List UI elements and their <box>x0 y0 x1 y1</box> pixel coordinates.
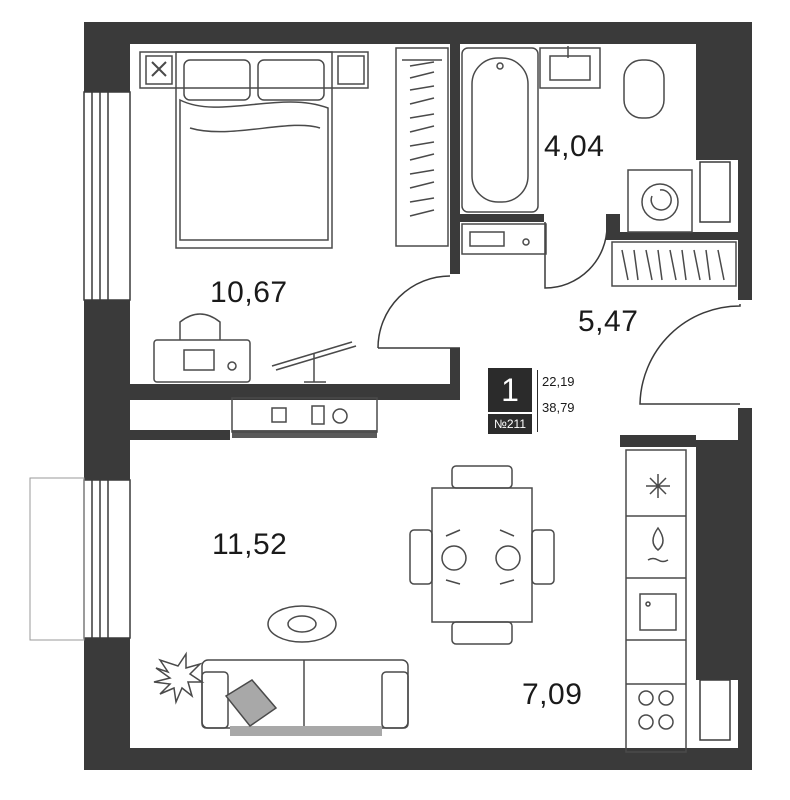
bathroom-area-label: 4,04 <box>544 130 605 163</box>
badge-divider <box>537 370 538 432</box>
bathroom-fixtures <box>461 46 693 255</box>
living-furniture <box>153 605 409 736</box>
bedroom-furniture <box>139 47 449 383</box>
living-area-label: 11,52 <box>212 528 288 561</box>
hallway-area-label: 5,47 <box>578 305 639 338</box>
kitchen-area-label: 7,09 <box>522 678 583 711</box>
kitchen-fixtures <box>625 449 687 753</box>
hallway-furniture <box>231 241 737 433</box>
walls <box>84 22 752 770</box>
apartment-number-badge: №211 <box>488 414 532 434</box>
living-area-total: 22,19 <box>542 374 575 389</box>
windows <box>29 91 731 741</box>
bedroom-area-label: 10,67 <box>210 276 288 309</box>
doors <box>377 222 741 405</box>
rooms-count-badge: 1 <box>488 368 532 412</box>
dining-set <box>409 465 555 645</box>
total-area: 38,79 <box>542 400 575 415</box>
